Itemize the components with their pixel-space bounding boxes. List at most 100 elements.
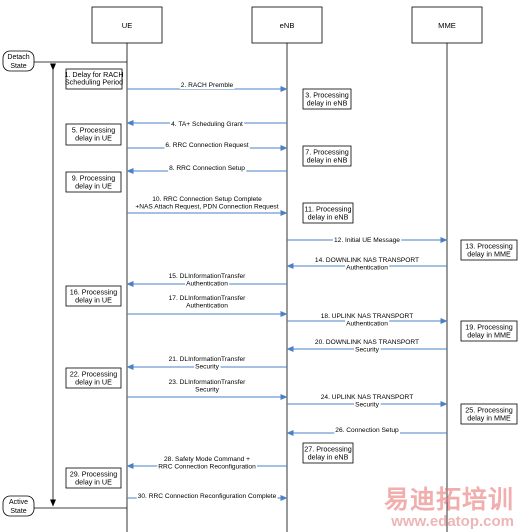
processing-box-label: 5. Processing <box>72 126 116 135</box>
processing-box-label: 16. Processing <box>70 288 118 297</box>
processing-box <box>302 145 352 167</box>
processing-box-label: delay in MME <box>467 250 511 259</box>
detach-state-label-1: Detach <box>7 54 29 61</box>
processing-box-label: 19. Processing <box>465 323 513 332</box>
processing-box-label: delay in eNB <box>308 453 349 462</box>
message-label-bg <box>157 463 258 471</box>
message-label: 12. Initial UE Message <box>334 237 400 244</box>
processing-box-label: 13. Processing <box>465 242 513 251</box>
message-label: 10. RRC Connection Setup Complete <box>152 196 262 203</box>
message-label: +NAS Attach Request, PDN Connection Requ… <box>135 204 278 211</box>
detach-state-box <box>2 50 35 72</box>
message-label-bg <box>167 295 248 302</box>
watermark-chinese: 易迪拓培训 <box>383 485 514 514</box>
processing-box-label: delay in eNB <box>307 156 348 165</box>
processing-box-label: delay in MME <box>467 331 511 340</box>
message-label: 18. UPLINK NAS TRANSPORT <box>321 313 413 320</box>
watermark-url: www.edatop.com <box>391 513 514 530</box>
processing-box-label: 29. Processing <box>70 470 118 479</box>
processing-box-label: 11. Processing <box>304 205 351 214</box>
message-label-bg <box>170 121 245 128</box>
message-label: 28. Safety Mode Command + <box>164 456 250 463</box>
message-label: 6. RRC Connection Request <box>165 142 248 149</box>
message-label-bg <box>168 165 247 172</box>
processing-box-label: 27. Processing <box>304 445 352 454</box>
message-label-bg <box>313 339 421 346</box>
ue-header-label: UE <box>122 21 133 30</box>
processing-box <box>460 403 518 425</box>
message-label-bg <box>185 302 230 310</box>
processing-box-label: delay in MME <box>467 414 511 423</box>
message-label: Security <box>355 347 380 354</box>
message-label-bg <box>194 363 221 371</box>
message-label: Security <box>195 387 220 394</box>
enb-header-box <box>251 6 323 44</box>
message-label-bg <box>167 379 248 386</box>
processing-box-label: delay in UE <box>75 378 112 387</box>
active-state-label-1: Active <box>9 499 28 506</box>
message-label-bg <box>354 401 381 409</box>
message-label-bg <box>345 264 390 272</box>
processing-box <box>460 320 518 342</box>
processing-box-label: Scheduling Period <box>65 78 123 87</box>
message-label: 4. TA+ Scheduling Grant <box>171 121 243 128</box>
message-label: 14. DOWNLINK NAS TRANSPORT <box>315 257 419 264</box>
mme-header-box <box>411 6 483 44</box>
message-label: Authentication <box>346 265 388 272</box>
processing-box-label: delay in eNB <box>308 213 349 222</box>
message-label: Authentication <box>186 303 228 310</box>
active-state-label-2: State <box>10 508 26 515</box>
processing-box-label: 25. Processing <box>465 406 513 415</box>
message-label: Security <box>195 364 220 371</box>
processing-box <box>65 171 122 193</box>
detach-state-label-2: State <box>10 63 26 70</box>
processing-box <box>65 285 122 307</box>
message-label: 26. Connection Setup <box>335 427 399 434</box>
message-label: 23. DLInformationTransfer <box>169 379 247 386</box>
processing-box-label: delay in eNB <box>307 99 348 108</box>
message-label-bg <box>134 203 280 211</box>
processing-box <box>65 68 123 90</box>
message-label: Authentication <box>186 281 228 288</box>
message-label: 20. DOWNLINK NAS TRANSPORT <box>315 339 419 346</box>
message-label: 30. RRC Connection Reconfiguration Compl… <box>138 493 277 500</box>
processing-box <box>302 202 354 224</box>
processing-box <box>65 123 122 146</box>
message-label: 8. RRC Connection Setup <box>169 165 245 172</box>
ue-header-box <box>91 6 163 44</box>
message-label-bg <box>319 313 415 320</box>
message-label-bg <box>333 237 402 244</box>
message-label-bg <box>334 427 401 434</box>
active-state-box <box>2 495 35 517</box>
message-label: Security <box>355 402 380 409</box>
processing-box-label: delay in UE <box>75 134 112 143</box>
message-label-bg <box>345 320 390 328</box>
processing-box <box>302 88 352 110</box>
message-label: 2. RACH Premble <box>181 82 234 89</box>
message-label-bg <box>151 196 264 203</box>
processing-box-label: 1. Delay for RACH <box>64 70 123 79</box>
processing-box <box>65 467 122 489</box>
message-label: RRC Connection Reconfiguration <box>158 464 256 471</box>
message-label-bg <box>194 386 221 394</box>
message-label: 21. DLInformationTransfer <box>169 356 247 363</box>
processing-box <box>302 442 354 464</box>
message-label-bg <box>354 346 381 354</box>
message-label: 17. DLInformationTransfer <box>169 295 247 302</box>
watermark: 易迪拓培训 www.edatop.com <box>384 486 514 530</box>
processing-box-label: 22. Processing <box>70 370 118 379</box>
message-label-bg <box>164 142 250 149</box>
message-label: 24. UPLINK NAS TRANSPORT <box>321 394 413 401</box>
message-label-bg <box>136 493 278 500</box>
message-label-bg <box>167 356 248 363</box>
message-label: Authentication <box>346 321 388 328</box>
processing-box <box>460 239 518 261</box>
message-label-bg <box>167 273 248 280</box>
processing-box <box>65 367 122 389</box>
processing-box-label: delay in UE <box>75 182 112 191</box>
processing-box-label: 9. Processing <box>72 174 116 183</box>
mme-header-label: MME <box>438 21 456 30</box>
message-label-bg <box>163 456 252 463</box>
processing-box-label: 7. Processing <box>305 148 349 157</box>
